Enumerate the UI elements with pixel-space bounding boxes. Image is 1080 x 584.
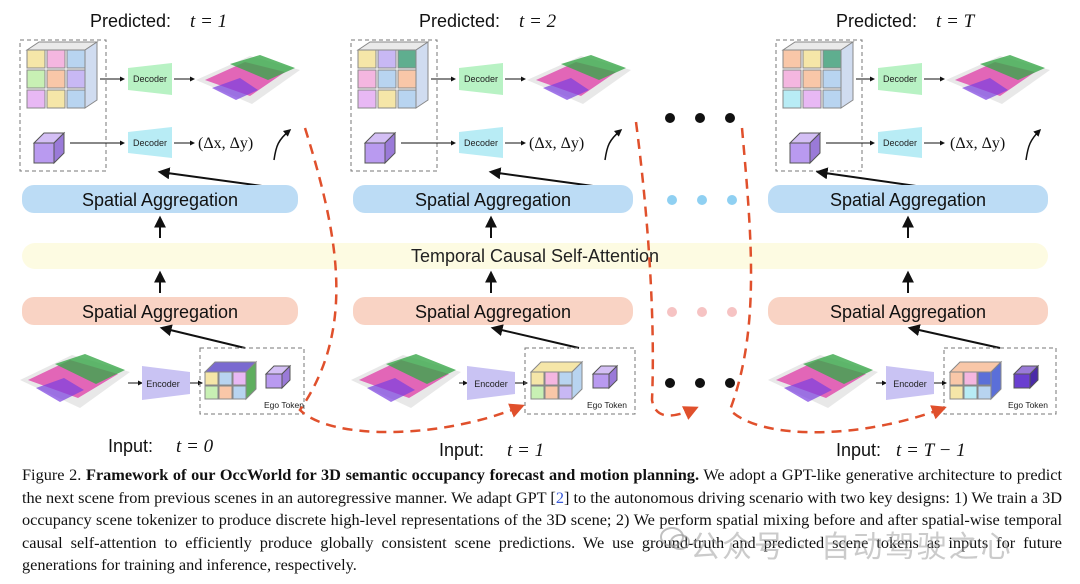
decoder-scene-label-2: Decoder bbox=[464, 74, 498, 84]
caption-text-1: We adopt a GPT-like generative architect… bbox=[22, 465, 1063, 507]
predicted-label-3: Predicted: bbox=[836, 11, 917, 31]
spatial-aggregation-bottom-label-1: Spatial Aggregation bbox=[82, 302, 238, 322]
ego-token-label-3: Ego Token bbox=[1008, 400, 1048, 410]
spatial-aggregation-top-label-2: Spatial Aggregation bbox=[415, 190, 571, 210]
predicted-var-3: t = T bbox=[936, 11, 976, 32]
decoder-ego-label-1: Decoder bbox=[133, 138, 167, 148]
input-token-cubes-1 bbox=[203, 360, 258, 401]
ego-token-cube-2 bbox=[363, 131, 397, 165]
spatial-aggregation-top-label-1: Spatial Aggregation bbox=[82, 190, 238, 210]
ego-token-cube-1 bbox=[32, 131, 66, 165]
encoder-label-2: Encoder bbox=[474, 379, 508, 389]
token-group-box-2 bbox=[350, 39, 438, 172]
input-label-2: Input: bbox=[439, 440, 484, 460]
delta-output-3: (Δx, Δy) bbox=[950, 135, 1005, 152]
spatial-aggregation-top-2 bbox=[353, 185, 633, 213]
spatial-aggregation-bottom-label-3: Spatial Aggregation bbox=[830, 302, 986, 322]
spatial-aggregation-bottom-label-2: Spatial Aggregation bbox=[415, 302, 571, 322]
spatial-aggregation-top-label-3: Spatial Aggregation bbox=[830, 190, 986, 210]
encoder-label-1: Encoder bbox=[146, 379, 180, 389]
input-to-aggregation-arrow-3 bbox=[907, 324, 1001, 349]
decoder-ego-3 bbox=[878, 127, 922, 158]
citation-link[interactable]: 2 bbox=[555, 487, 564, 507]
input-ego-token-cube-3 bbox=[1012, 364, 1040, 390]
ego-token-label-2: Ego Token bbox=[587, 400, 627, 410]
token-group-box-1 bbox=[19, 39, 107, 172]
temporal-attention-label: Temporal Causal Self-Attention bbox=[411, 246, 659, 266]
delta-output-1: (Δx, Δy) bbox=[198, 135, 253, 152]
delta-output-2: (Δx, Δy) bbox=[529, 135, 584, 152]
wechat-icon bbox=[660, 527, 690, 550]
input-label-3: Input: bbox=[836, 440, 881, 460]
decoder-ego-1 bbox=[128, 127, 172, 158]
input-scene-map-2 bbox=[351, 354, 461, 408]
predicted-scene-map-2 bbox=[527, 55, 631, 104]
ellipsis-column bbox=[665, 113, 737, 388]
decoder-scene-label-3: Decoder bbox=[883, 74, 917, 84]
predicted-var-1: t = 1 bbox=[190, 11, 227, 32]
encoder-label-3: Encoder bbox=[893, 379, 927, 389]
predicted-var-2: t = 2 bbox=[519, 11, 557, 32]
column-3: Predicted: t = T Decoder Decoder (Δx, Δy… bbox=[768, 11, 1057, 461]
predicted-label-2: Predicted: bbox=[419, 11, 500, 31]
figure-number: Figure 2. bbox=[22, 465, 82, 484]
predicted-scene-map-1 bbox=[196, 55, 300, 104]
input-label-1: Input: bbox=[108, 436, 153, 456]
autoregressive-arrow-1 bbox=[298, 127, 525, 434]
encoder-1 bbox=[142, 366, 190, 400]
input-to-aggregation-arrow-2 bbox=[490, 324, 580, 349]
decoder-scene-3 bbox=[878, 63, 922, 95]
predicted-label-1: Predicted: bbox=[90, 11, 171, 31]
figure-title: Framework of our OccWorld for 3D semanti… bbox=[86, 465, 700, 484]
scene-token-cubes-1 bbox=[25, 41, 99, 109]
decoder-scene-label-1: Decoder bbox=[133, 74, 167, 84]
figure-caption: Figure 2. Framework of our OccWorld for … bbox=[22, 464, 1062, 577]
input-token-cubes-2 bbox=[529, 360, 584, 401]
input-token-box-3 bbox=[943, 347, 1057, 415]
caption-text-2: ] to the autonomous driving scenario wit… bbox=[22, 487, 1062, 575]
decoder-ego-label-2: Decoder bbox=[464, 138, 498, 148]
decoder-ego-label-3: Decoder bbox=[883, 138, 917, 148]
ego-to-aggregation-arrow-1 bbox=[157, 167, 263, 187]
encoder-2 bbox=[467, 366, 515, 400]
spatial-aggregation-bottom-2 bbox=[353, 297, 633, 325]
watermark: 公众号 · 自动驾驶之心 bbox=[690, 530, 1013, 565]
encoder-3 bbox=[886, 366, 934, 400]
input-scene-map-3 bbox=[768, 354, 878, 408]
input-token-box-2 bbox=[524, 347, 636, 415]
input-var-2: t = 1 bbox=[507, 440, 544, 461]
decoder-scene-2 bbox=[459, 63, 503, 95]
spatial-aggregation-bottom-1 bbox=[22, 297, 298, 325]
column-2: Predicted: t = 2 Decoder Decoder (Δx, Δy… bbox=[350, 11, 636, 461]
decoder-ego-2 bbox=[459, 127, 503, 158]
input-token-box-1 bbox=[199, 347, 305, 415]
input-var-1: t = 0 bbox=[176, 436, 214, 457]
ego-to-aggregation-arrow-3 bbox=[815, 167, 917, 187]
spatial-aggregation-bottom-3 bbox=[768, 297, 1048, 325]
input-ego-token-cube-2 bbox=[591, 364, 619, 390]
input-scene-map-1 bbox=[20, 354, 130, 408]
input-var-3: t = T − 1 bbox=[896, 440, 966, 461]
input-token-cubes-3 bbox=[948, 360, 1003, 401]
spatial-aggregation-top-3 bbox=[768, 185, 1048, 213]
input-to-aggregation-arrow-1 bbox=[159, 324, 246, 349]
temporal-attention-bar bbox=[22, 243, 1048, 269]
scene-token-cubes-3 bbox=[781, 41, 855, 109]
spatial-aggregation-top-1 bbox=[22, 185, 298, 213]
predicted-scene-map-3 bbox=[946, 55, 1050, 104]
column-1: Predicted: t = 1 Decoder Decoder (Δx, Δy… bbox=[19, 11, 305, 457]
input-ego-token-cube-1 bbox=[264, 364, 292, 390]
ego-to-aggregation-arrow-2 bbox=[488, 167, 594, 187]
decoder-scene-1 bbox=[128, 63, 172, 95]
scene-token-cubes-2 bbox=[356, 41, 430, 109]
ego-token-cube-3 bbox=[788, 131, 822, 165]
ego-token-label-1: Ego Token bbox=[264, 400, 304, 410]
autoregressive-arrow-2 bbox=[634, 121, 699, 420]
occworld-framework-diagram: Temporal Causal Self-Attention Predicted… bbox=[19, 11, 1057, 461]
